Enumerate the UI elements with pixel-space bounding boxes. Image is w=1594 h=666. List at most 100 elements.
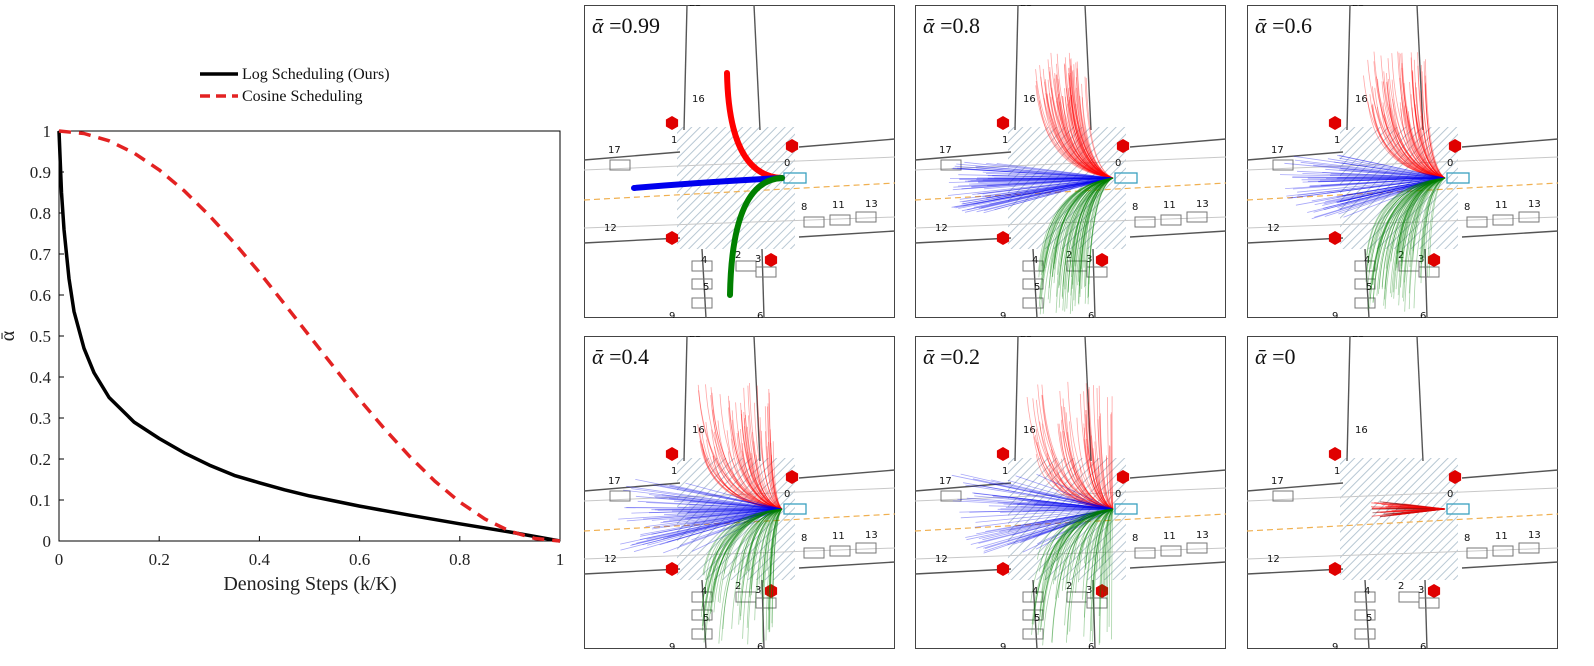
trajectory-sample	[714, 431, 783, 510]
trajectory-sample	[1094, 508, 1114, 561]
trajectory-sample	[1005, 507, 1114, 510]
lane-number: 2	[1398, 250, 1404, 261]
trajectory-sample	[1387, 505, 1446, 510]
trajectory-sample	[982, 508, 1114, 541]
trajectory-sample	[767, 406, 783, 510]
road-edge	[1092, 579, 1096, 649]
trajectory-sample	[1420, 177, 1446, 278]
series-group	[57, 129, 561, 543]
trajectory-sample	[1088, 177, 1114, 285]
trajectory-sample	[671, 508, 783, 512]
trajectory-sample	[1384, 177, 1446, 300]
trajectory-sample	[1395, 177, 1446, 254]
trajectory-sample	[1019, 508, 1114, 539]
trajectory-sample	[972, 177, 1114, 195]
vehicle-icon	[1492, 214, 1514, 226]
trajectory-sample	[1039, 508, 1114, 618]
lane-number: 2	[1066, 581, 1072, 592]
lane-number: 1	[1334, 466, 1340, 477]
panel-alpha-label: ᾱ =0.2	[923, 344, 980, 370]
trajectory-sample	[1370, 177, 1446, 269]
trajectory-sample	[1081, 97, 1114, 179]
trajectory-sample	[1409, 81, 1446, 179]
trajectory-sample	[957, 177, 1114, 187]
trajectory-sample	[706, 439, 783, 510]
trajectory-sample	[1018, 499, 1114, 510]
trajectory-sample	[1043, 97, 1114, 179]
trajectory-sample	[1077, 177, 1114, 286]
trajectory-sample	[1049, 177, 1114, 274]
trajectory-sample	[978, 177, 1114, 209]
intersection-area	[677, 458, 795, 580]
trajectory-sample	[740, 413, 783, 510]
lane-number: 17	[608, 476, 621, 487]
trajectory-sample	[1042, 68, 1114, 179]
vehicle-icon	[691, 278, 713, 290]
trajectory-sample	[681, 508, 783, 527]
trajectory-sample	[710, 508, 783, 614]
trajectory-sample	[1369, 94, 1446, 179]
trajectory-sample	[1105, 508, 1114, 600]
vehicle-icon	[1398, 591, 1420, 603]
trajectory-sample	[1043, 177, 1114, 279]
trajectory-sample	[1393, 177, 1446, 299]
trajectory-sample	[1073, 508, 1114, 560]
lane-number: 0	[1447, 489, 1453, 500]
trajectory-sample	[1368, 177, 1446, 274]
trajectory-sample	[973, 177, 1114, 205]
trajectory-sample	[769, 508, 783, 593]
trajectory-sample	[1053, 177, 1114, 270]
trajectory-sample	[1371, 104, 1446, 179]
lane-number: 25	[689, 336, 702, 340]
trajectory-sample	[691, 508, 783, 541]
vehicle-icon	[1398, 260, 1420, 272]
trajectory-sample	[964, 161, 1114, 179]
trajectory-sample	[1046, 93, 1114, 179]
trajectory-sample	[669, 508, 783, 521]
trajectory-sample	[1413, 177, 1446, 309]
stop-sign-icon	[764, 584, 778, 598]
vehicle-icon	[1022, 297, 1044, 309]
trajectory-sample	[1378, 177, 1446, 294]
trajectory-sample	[738, 508, 783, 589]
vehicle-icon	[1466, 216, 1488, 228]
road-edge	[915, 237, 1012, 244]
trajectory-sample	[761, 508, 783, 643]
trajectory-sample	[1011, 508, 1114, 536]
vehicle-icon	[1186, 542, 1208, 554]
trajectory-sample	[663, 508, 783, 516]
trajectory-sample	[947, 177, 1114, 196]
trajectory-sample	[959, 508, 1114, 513]
trajectory-sample	[620, 508, 783, 545]
trajectory-sample	[985, 173, 1114, 179]
trajectory-sample	[1097, 419, 1114, 510]
stop-sign-icon	[996, 116, 1010, 130]
trajectory-sample	[1067, 381, 1114, 510]
trajectory-sample	[991, 479, 1114, 510]
trajectory-sample	[1039, 508, 1114, 613]
trajectory-sample	[1076, 68, 1114, 179]
trajectory-sample	[1106, 508, 1114, 633]
intersection-map: 012345689111213161725	[915, 5, 1226, 318]
trajectory-sample	[1000, 508, 1114, 513]
trajectory-sample	[961, 177, 1114, 212]
trajectory-sample	[1408, 111, 1446, 179]
trajectory-sample	[1022, 508, 1114, 553]
trajectory-sample	[1420, 64, 1446, 179]
trajectory-sample	[731, 508, 783, 629]
trajectory-sample	[1067, 508, 1114, 635]
trajectory-sample	[1056, 53, 1114, 179]
road-edge	[761, 248, 765, 318]
legend-label-cosine: Cosine Scheduling	[242, 88, 362, 105]
lane-number: 9	[1000, 642, 1006, 649]
lane-number: 4	[1364, 586, 1370, 597]
trajectory-sample	[687, 508, 783, 514]
lane-number: 9	[1000, 311, 1006, 318]
trajectory-sample	[1387, 58, 1446, 179]
trajectory-sample	[1417, 52, 1446, 179]
intersection-map: 012345689111213161725	[1247, 336, 1558, 649]
trajectory-sample	[1343, 177, 1446, 218]
trajectory-sample	[1367, 101, 1446, 179]
trajectory-sample	[1064, 508, 1114, 626]
trajectory-sample	[1396, 177, 1446, 268]
